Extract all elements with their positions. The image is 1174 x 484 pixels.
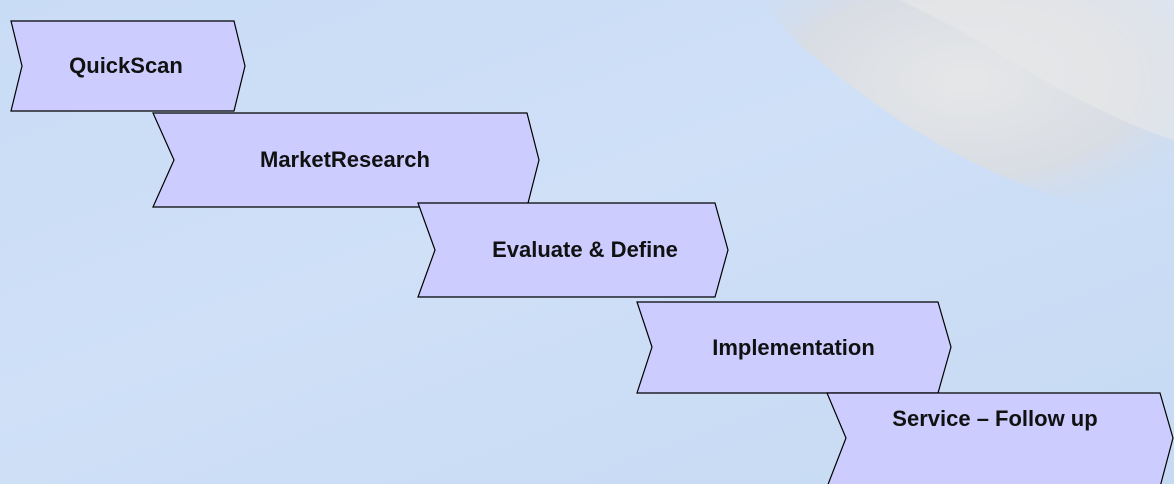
chevron-shape (10, 20, 246, 112)
chevron-shape (826, 392, 1174, 484)
step-label: QuickScan (69, 53, 183, 78)
step-label: MarketResearch (260, 147, 430, 172)
chevron-shape (417, 202, 729, 298)
process-step-market-research: MarketResearch (152, 112, 540, 208)
process-step-implementation: Implementation (636, 301, 952, 394)
process-step-quickscan: QuickScan (10, 20, 246, 112)
process-step-service-follow-up: Service – Follow up (826, 392, 1174, 484)
process-step-evaluate-define: Evaluate & Define (417, 202, 729, 298)
step-label: Service – Follow up (892, 406, 1098, 431)
step-label: Implementation (712, 334, 875, 360)
step-label: Evaluate & Define (492, 237, 678, 262)
